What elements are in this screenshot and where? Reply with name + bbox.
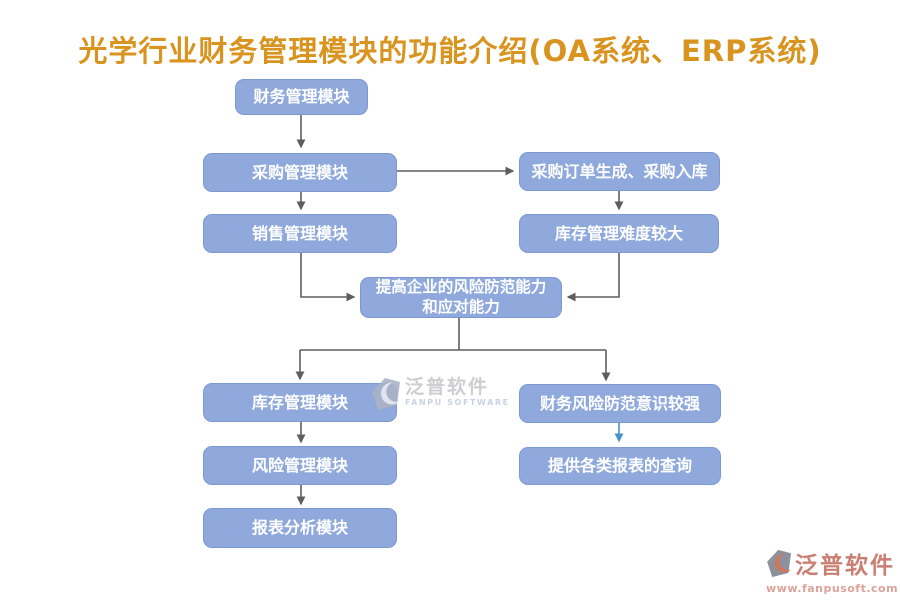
node-label: 采购管理模块	[251, 162, 348, 182]
footer-url: www.fanpusoft.com	[766, 582, 899, 595]
node-label: 销售管理模块	[251, 223, 348, 243]
node-label: 财务管理模块	[253, 87, 350, 106]
node-report-analysis-module: 报表分析模块	[203, 508, 397, 548]
page-title: 光学行业财务管理模块的功能介绍(OA系统、ERP系统)	[78, 34, 822, 68]
node-label: 报表分析模块	[251, 518, 348, 537]
node-sales-module: 销售管理模块	[203, 214, 397, 253]
footer-brand: 泛普软件	[795, 552, 895, 579]
node-inventory-module: 库存管理模块	[203, 383, 397, 422]
node-label-line2: 和应对能力	[422, 297, 500, 316]
footer-logo: 泛普软件 www.fanpusoft.com	[766, 549, 898, 595]
node-risk-ability: 提高企业的风险防范能力 和应对能力	[360, 277, 562, 318]
node-label: 财务风险防范意识较强	[539, 393, 700, 413]
watermark-brand: 泛普软件	[405, 376, 490, 398]
node-reports-query: 提供各类报表的查询	[519, 447, 721, 485]
node-purchase-module: 采购管理模块	[203, 153, 397, 192]
watermark-brand-en: FANPU SOFTWARE	[405, 398, 510, 407]
arrow-inventory-difficulty-to-risk	[566, 253, 620, 302]
node-label: 风险管理模块	[251, 455, 348, 475]
node-finance-risk-awareness: 财务风险防范意识较强	[519, 384, 721, 423]
node-label: 库存管理模块	[251, 392, 348, 412]
watermark-text: 泛普软件 FANPU SOFTWARE	[405, 377, 510, 407]
node-label: 采购订单生成、采购入库	[531, 161, 708, 181]
node-risk-module: 风险管理模块	[203, 446, 397, 485]
watermark: 泛普软件 FANPU SOFTWARE	[371, 377, 510, 415]
node-inventory-difficulty: 库存管理难度较大	[519, 214, 719, 253]
watermark-logo-icon	[371, 377, 402, 415]
node-label: 库存管理难度较大	[554, 223, 683, 243]
arrow-sales-to-risk	[300, 253, 356, 302]
footer-logo-icon	[766, 549, 793, 582]
node-purchase-order: 采购订单生成、采购入库	[519, 152, 720, 191]
node-label-line1: 提高企业的风险防范能力	[375, 278, 547, 297]
node-label: 提供各类报表的查询	[547, 456, 692, 475]
node-finance-module: 财务管理模块	[235, 79, 368, 115]
